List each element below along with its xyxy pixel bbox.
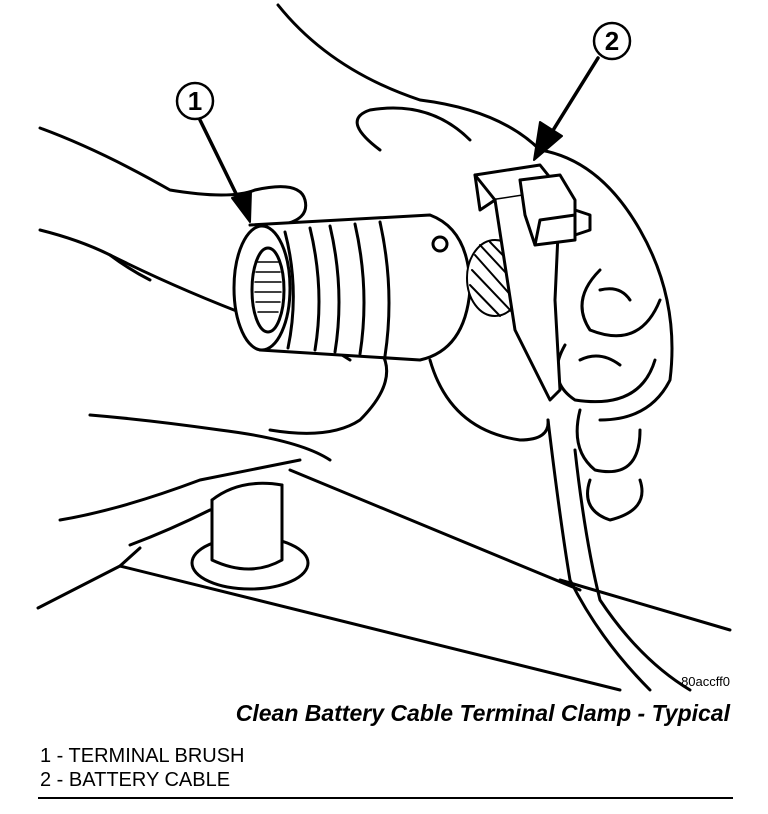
figure-title: Clean Battery Cable Terminal Clamp - Typ… [235,700,730,726]
battery-cable-loop [428,358,692,692]
legend-label: BATTERY CABLE [68,769,231,791]
legend-item-2: 2 - BATTERY CABLE [40,769,231,791]
battery-post [190,481,310,591]
bottom-rule [38,797,733,799]
terminal-brush [232,213,472,362]
legend-number: 2 [40,769,52,791]
callout-1: 1 [175,81,252,223]
legend-label: TERMINAL BRUSH [68,745,245,767]
terminal-clamp [473,163,592,402]
battery-case [36,468,732,692]
legend: 1 - TERMINAL BRUSH 2 - BATTERY CABLE [40,744,245,792]
callout-2: 2 [533,21,632,161]
legend-item-1: 1 - TERMINAL BRUSH [40,745,245,767]
figure-code: 80accff0 [681,674,730,689]
illustration: 1 2 [36,3,732,692]
callout-2-number: 2 [605,26,619,56]
legend-number: 1 [40,745,52,767]
callout-1-number: 1 [188,86,202,116]
